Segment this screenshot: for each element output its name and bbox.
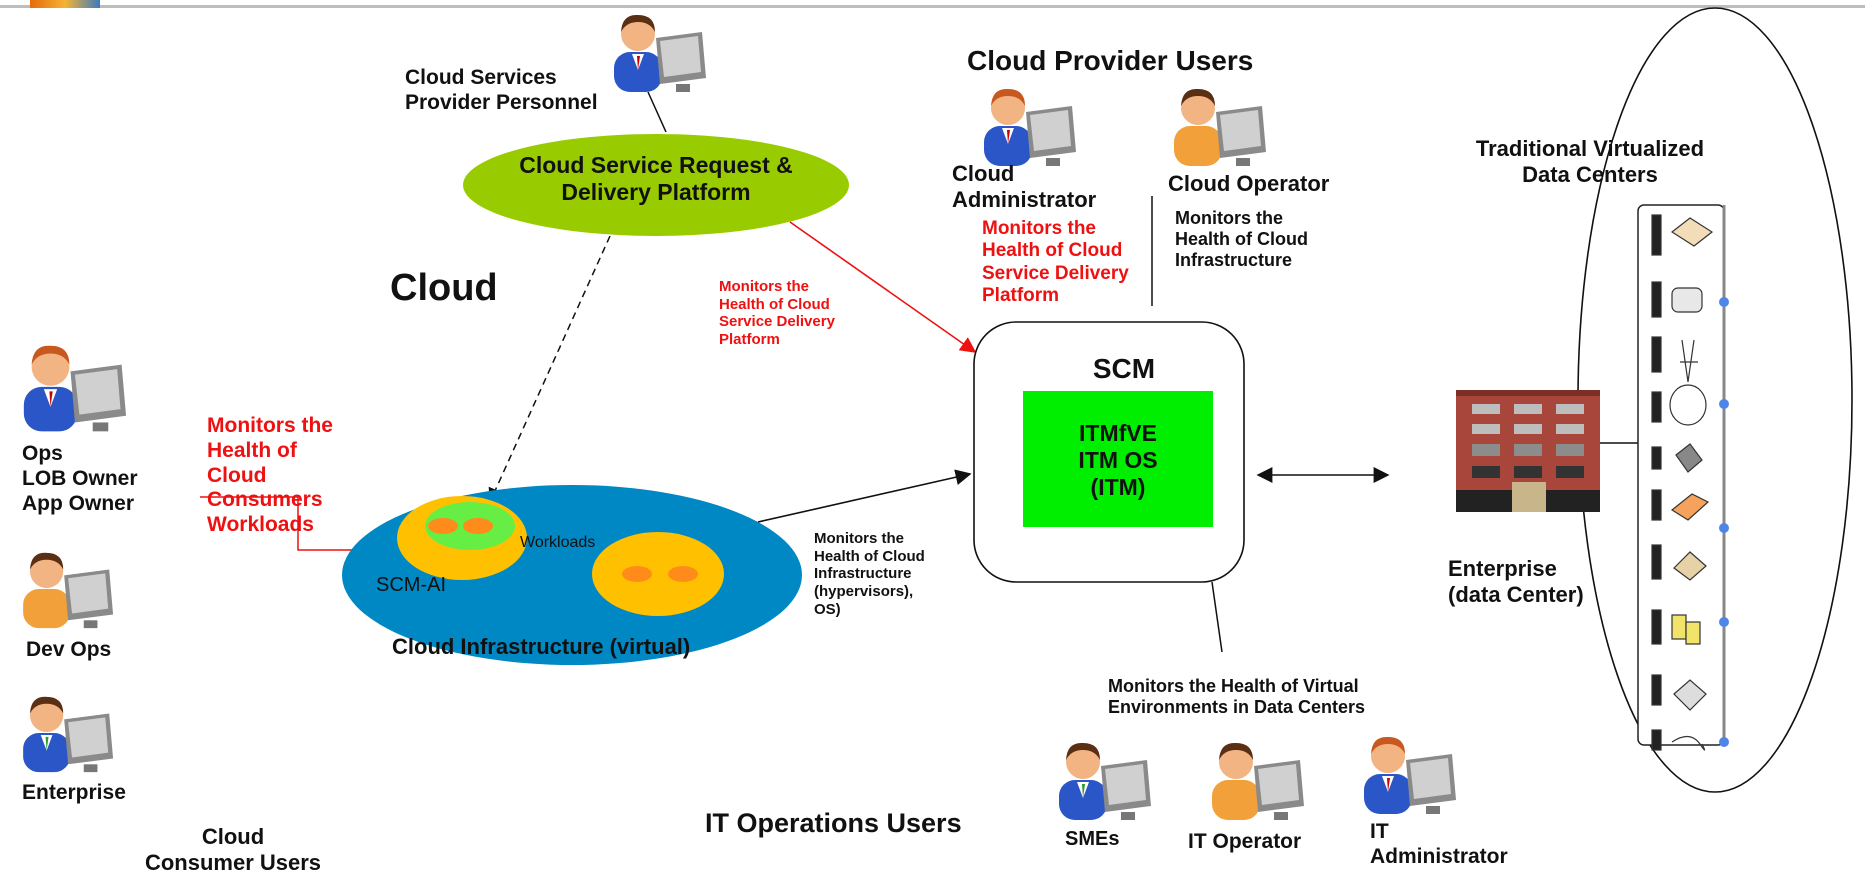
platform-to-scm-arrow [789, 221, 977, 353]
platform-label: Cloud Service Request & Delivery Platfor… [519, 152, 793, 206]
workload-b [592, 532, 724, 616]
user-icon-personnel [614, 14, 706, 92]
it-ops-users-title: IT Operations Users [705, 808, 962, 838]
it-admin-label: IT Administrator [1370, 820, 1508, 868]
operator-monitor-note: Monitors the Health of Cloud Infrastruct… [1175, 208, 1308, 271]
admin-monitor-note: Monitors the Health of Cloud Service Del… [982, 218, 1129, 307]
personnel-connector [647, 91, 667, 133]
scm-inner-box [1023, 391, 1213, 527]
consumer-devops-label: Dev Ops [26, 638, 112, 661]
user-icon-it-admin [1364, 736, 1456, 814]
user-icon-consumer-devops [23, 552, 114, 629]
scm-to-itops-connector [1211, 581, 1223, 653]
cloud-provider-users-title: Cloud Provider Users [967, 45, 1254, 76]
enterprise-dc-label: Enterprise (data Center) [1448, 556, 1584, 607]
infra-label: Cloud Infrastructure (virtual) [392, 634, 691, 659]
user-icon-consumer-ops [23, 345, 127, 432]
consumer-enterprise-label: Enterprise [22, 781, 126, 804]
platform-monitor-note: Monitors the Health of Cloud Service Del… [719, 278, 835, 349]
dc-monitor-note: Monitors the Health of Virtual Environme… [1108, 676, 1366, 718]
smes-label: SMEs [1065, 828, 1120, 850]
cloud-operator-label: Cloud Operator [1168, 171, 1330, 196]
consumer-ops-label: Ops LOB Owner App Owner [22, 442, 138, 515]
it-operator-label: IT Operator [1188, 830, 1302, 853]
platform-to-workloads-dashed [488, 235, 611, 504]
cloud-title: Cloud [390, 267, 498, 309]
scm-title: SCM [1092, 353, 1156, 384]
infra-monitor-note: Monitors the Health of Cloud Infrastruct… [814, 530, 925, 618]
rack-icons [1651, 214, 1729, 751]
consumer-users-title: Cloud Consumer Users [144, 824, 322, 875]
scm-ai-label: SCM-AI [376, 574, 446, 596]
server-rack [1637, 204, 1726, 746]
corner-logo [30, 0, 100, 8]
cloud-services-personnel-label: Cloud Services Provider Personnel [405, 66, 598, 114]
user-icon-cloud-admin [984, 88, 1076, 166]
user-icon-smes [1059, 742, 1151, 820]
scm-inner-label: ITMfVE ITM OS (ITM) [1078, 420, 1158, 501]
platform-ellipse [463, 134, 849, 236]
user-icon-consumer-enterprise [23, 696, 114, 773]
enterprise-building [1456, 390, 1600, 512]
user-icon-it-operator [1212, 742, 1304, 820]
datacenter-title: Traditional Virtualized Data Centers [1475, 136, 1705, 187]
cloud-admin-label: Cloud Administrator [952, 161, 1097, 212]
consumer-monitor-note: Monitors the Health of Cloud Consumers W… [207, 414, 333, 537]
header-rule [0, 5, 1865, 8]
consumer-monitor-bracket [200, 496, 400, 551]
user-icon-cloud-operator [1174, 88, 1266, 166]
workloads-label: Workloads [520, 534, 596, 551]
infra-to-scm-arrow [757, 469, 972, 523]
